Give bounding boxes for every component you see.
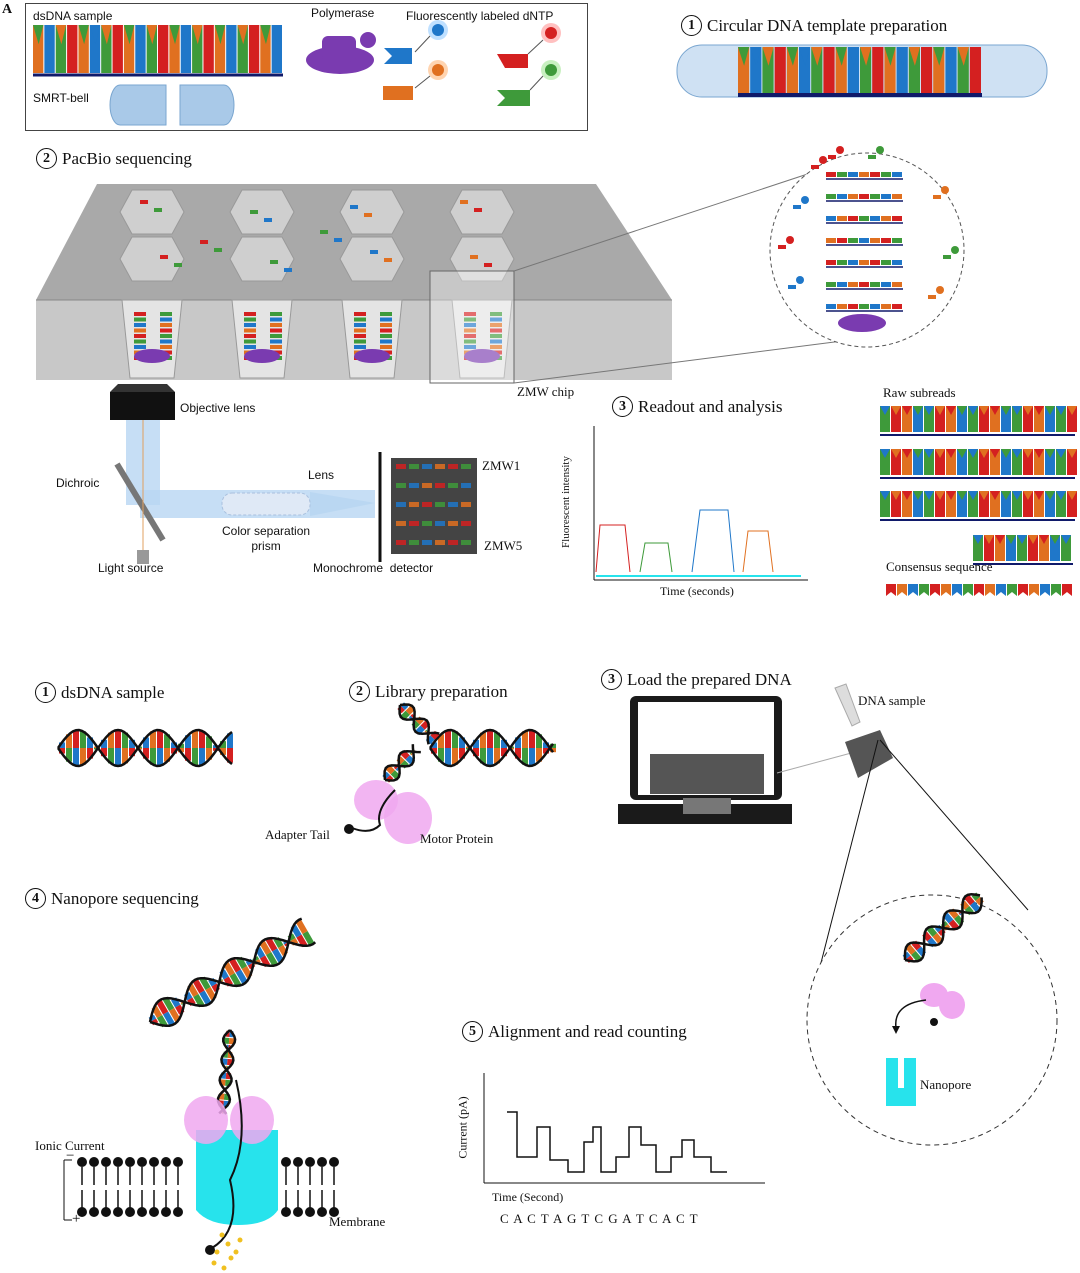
ionic-current-label: Ionic Current [35, 1138, 105, 1153]
legend-polymerase-label: Polymerase [311, 6, 375, 20]
raw-subreads [880, 406, 1077, 596]
legend-smrtbell-label: SMRT-bell [33, 91, 89, 105]
zmw-zoom-circle [769, 146, 965, 348]
light-source-label: Light source [98, 561, 164, 575]
nanopore-label: Nanopore [920, 1077, 972, 1092]
zmw1-label: ZMW1 [482, 458, 521, 473]
dna-sample-label: DNA sample [858, 693, 926, 708]
lens-label: Lens [308, 468, 335, 482]
zoom-line-right [879, 739, 1029, 911]
legend-box [25, 3, 588, 131]
polymerase-icon [306, 32, 376, 74]
motor-protein [344, 780, 432, 844]
adapter-tail-label: Adapter Tail [265, 827, 330, 842]
legend-dsdna-strip [33, 25, 283, 77]
zoom-motor [892, 983, 965, 1034]
fluor-plot [593, 426, 808, 581]
consensus-label: Consensus sequence [886, 559, 993, 574]
ionic-bracket [63, 1159, 72, 1221]
motor-protein-label: Motor Protein [420, 831, 494, 846]
zmw-wells [119, 189, 515, 379]
minus-label: − [66, 1148, 75, 1164]
membrane [77, 1157, 339, 1217]
detector-label: Monochrome detector [313, 561, 434, 575]
read-sequence: C A C T A G T C G A T C A C T [500, 1211, 699, 1226]
prism-label: Color separation prism [222, 524, 311, 553]
released-nucleotides [211, 1232, 243, 1271]
current-ylabel: Current (pA) [455, 1096, 470, 1159]
raw-subreads-label: Raw subreads [883, 385, 956, 400]
zmw-chip-label: ZMW chip [517, 384, 575, 399]
zoom-helix [902, 892, 984, 964]
dichroic-label: Dichroic [56, 476, 100, 490]
dntp-icons [383, 20, 561, 106]
plus-label: + [72, 1211, 81, 1227]
circular-template [676, 44, 1048, 98]
current-plot [483, 1073, 765, 1184]
panel-letter-a: A [2, 2, 13, 17]
membrane-label: Membrane [329, 1214, 386, 1229]
current-xlabel: Time (Second) [492, 1190, 564, 1204]
legend-dntp-label: Fluorescently labeled dNTP [406, 9, 554, 23]
zoom-line-left [811, 739, 879, 999]
minion-device [776, 683, 893, 778]
nanopore-channel [184, 1079, 278, 1255]
fluor-ylabel: Fluorescent intensity [559, 456, 572, 548]
nanopore-helix [148, 917, 317, 1115]
fluor-xlabel: Time (seconds) [660, 584, 734, 598]
smrt-bell-icons [109, 84, 235, 126]
laptop-icon [618, 696, 792, 824]
zmw-zoom-box [429, 270, 515, 384]
dsdna-helix-1 [56, 728, 233, 768]
legend-dsdna-label: dsDNA sample [33, 9, 113, 23]
zoom-line-top [513, 159, 851, 272]
zoom-nanopore [886, 1058, 916, 1106]
zoom-line-bottom [513, 339, 851, 384]
zmw5-label: ZMW5 [484, 538, 523, 553]
library-helix [382, 702, 556, 783]
objective-lens-label: Objective lens [180, 401, 256, 415]
detector-dots [396, 464, 471, 545]
